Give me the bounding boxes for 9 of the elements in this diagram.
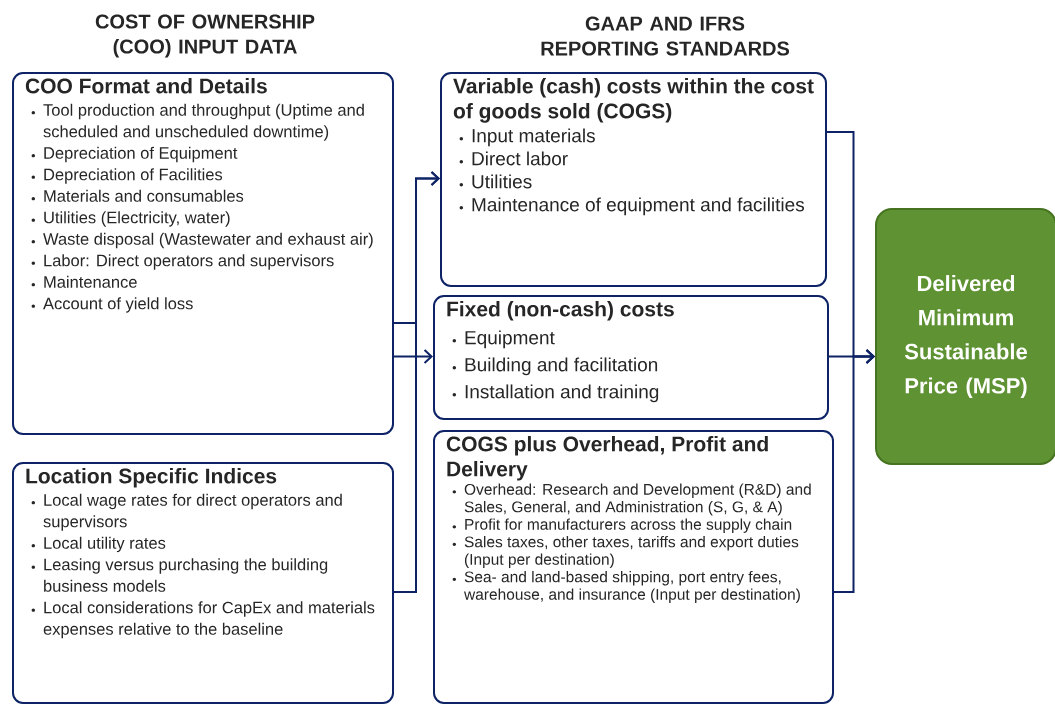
content-box: Location Specific Indices Local wage rates for direct operators and supervisors Local utility rates Leasing versus purchasing the building business models Local considerations for CapEx and materials expenses relative to the baseline bbox=[12, 462, 394, 704]
arrow bbox=[393, 349, 433, 364]
content-box: COGS plus Overhead, Profit and Delivery Overhead: Research and Development (R&D) and Sales, General, and Administration (S, G, & A) Profit for manufacturers across the supply chain Sales taxes, other taxes, tariffs and export duties (Input per destination) Sea- and land-based shipping, port entry fees, warehouse, and insurance (Input per destination) bbox=[433, 430, 834, 704]
content-box: COO Format and Details Tool production and throughput (Uptime and scheduled and unscheduled downtime) Depreciation of Equipment Depreciation of Facilities Materials and consumables Utilities (Electricity, water) Waste disposal (Wastewater and exhaust air) Labor: Direct operators and supervisors Maintenance Account of yield loss bbox=[12, 72, 394, 435]
result-box: Delivered Minimum Sustainable Price (MSP) bbox=[875, 208, 1055, 465]
content-box: Fixed (non-cash) costs Equipment Building and facilitation Installation and training bbox=[433, 295, 829, 420]
arrow bbox=[393, 171, 440, 593]
arrow bbox=[833, 349, 875, 593]
content-box: Variable (cash) costs within the cost of goods sold (COGS) Input materials Direct labor Utilities Maintenance of equipment and facilities bbox=[440, 72, 827, 287]
